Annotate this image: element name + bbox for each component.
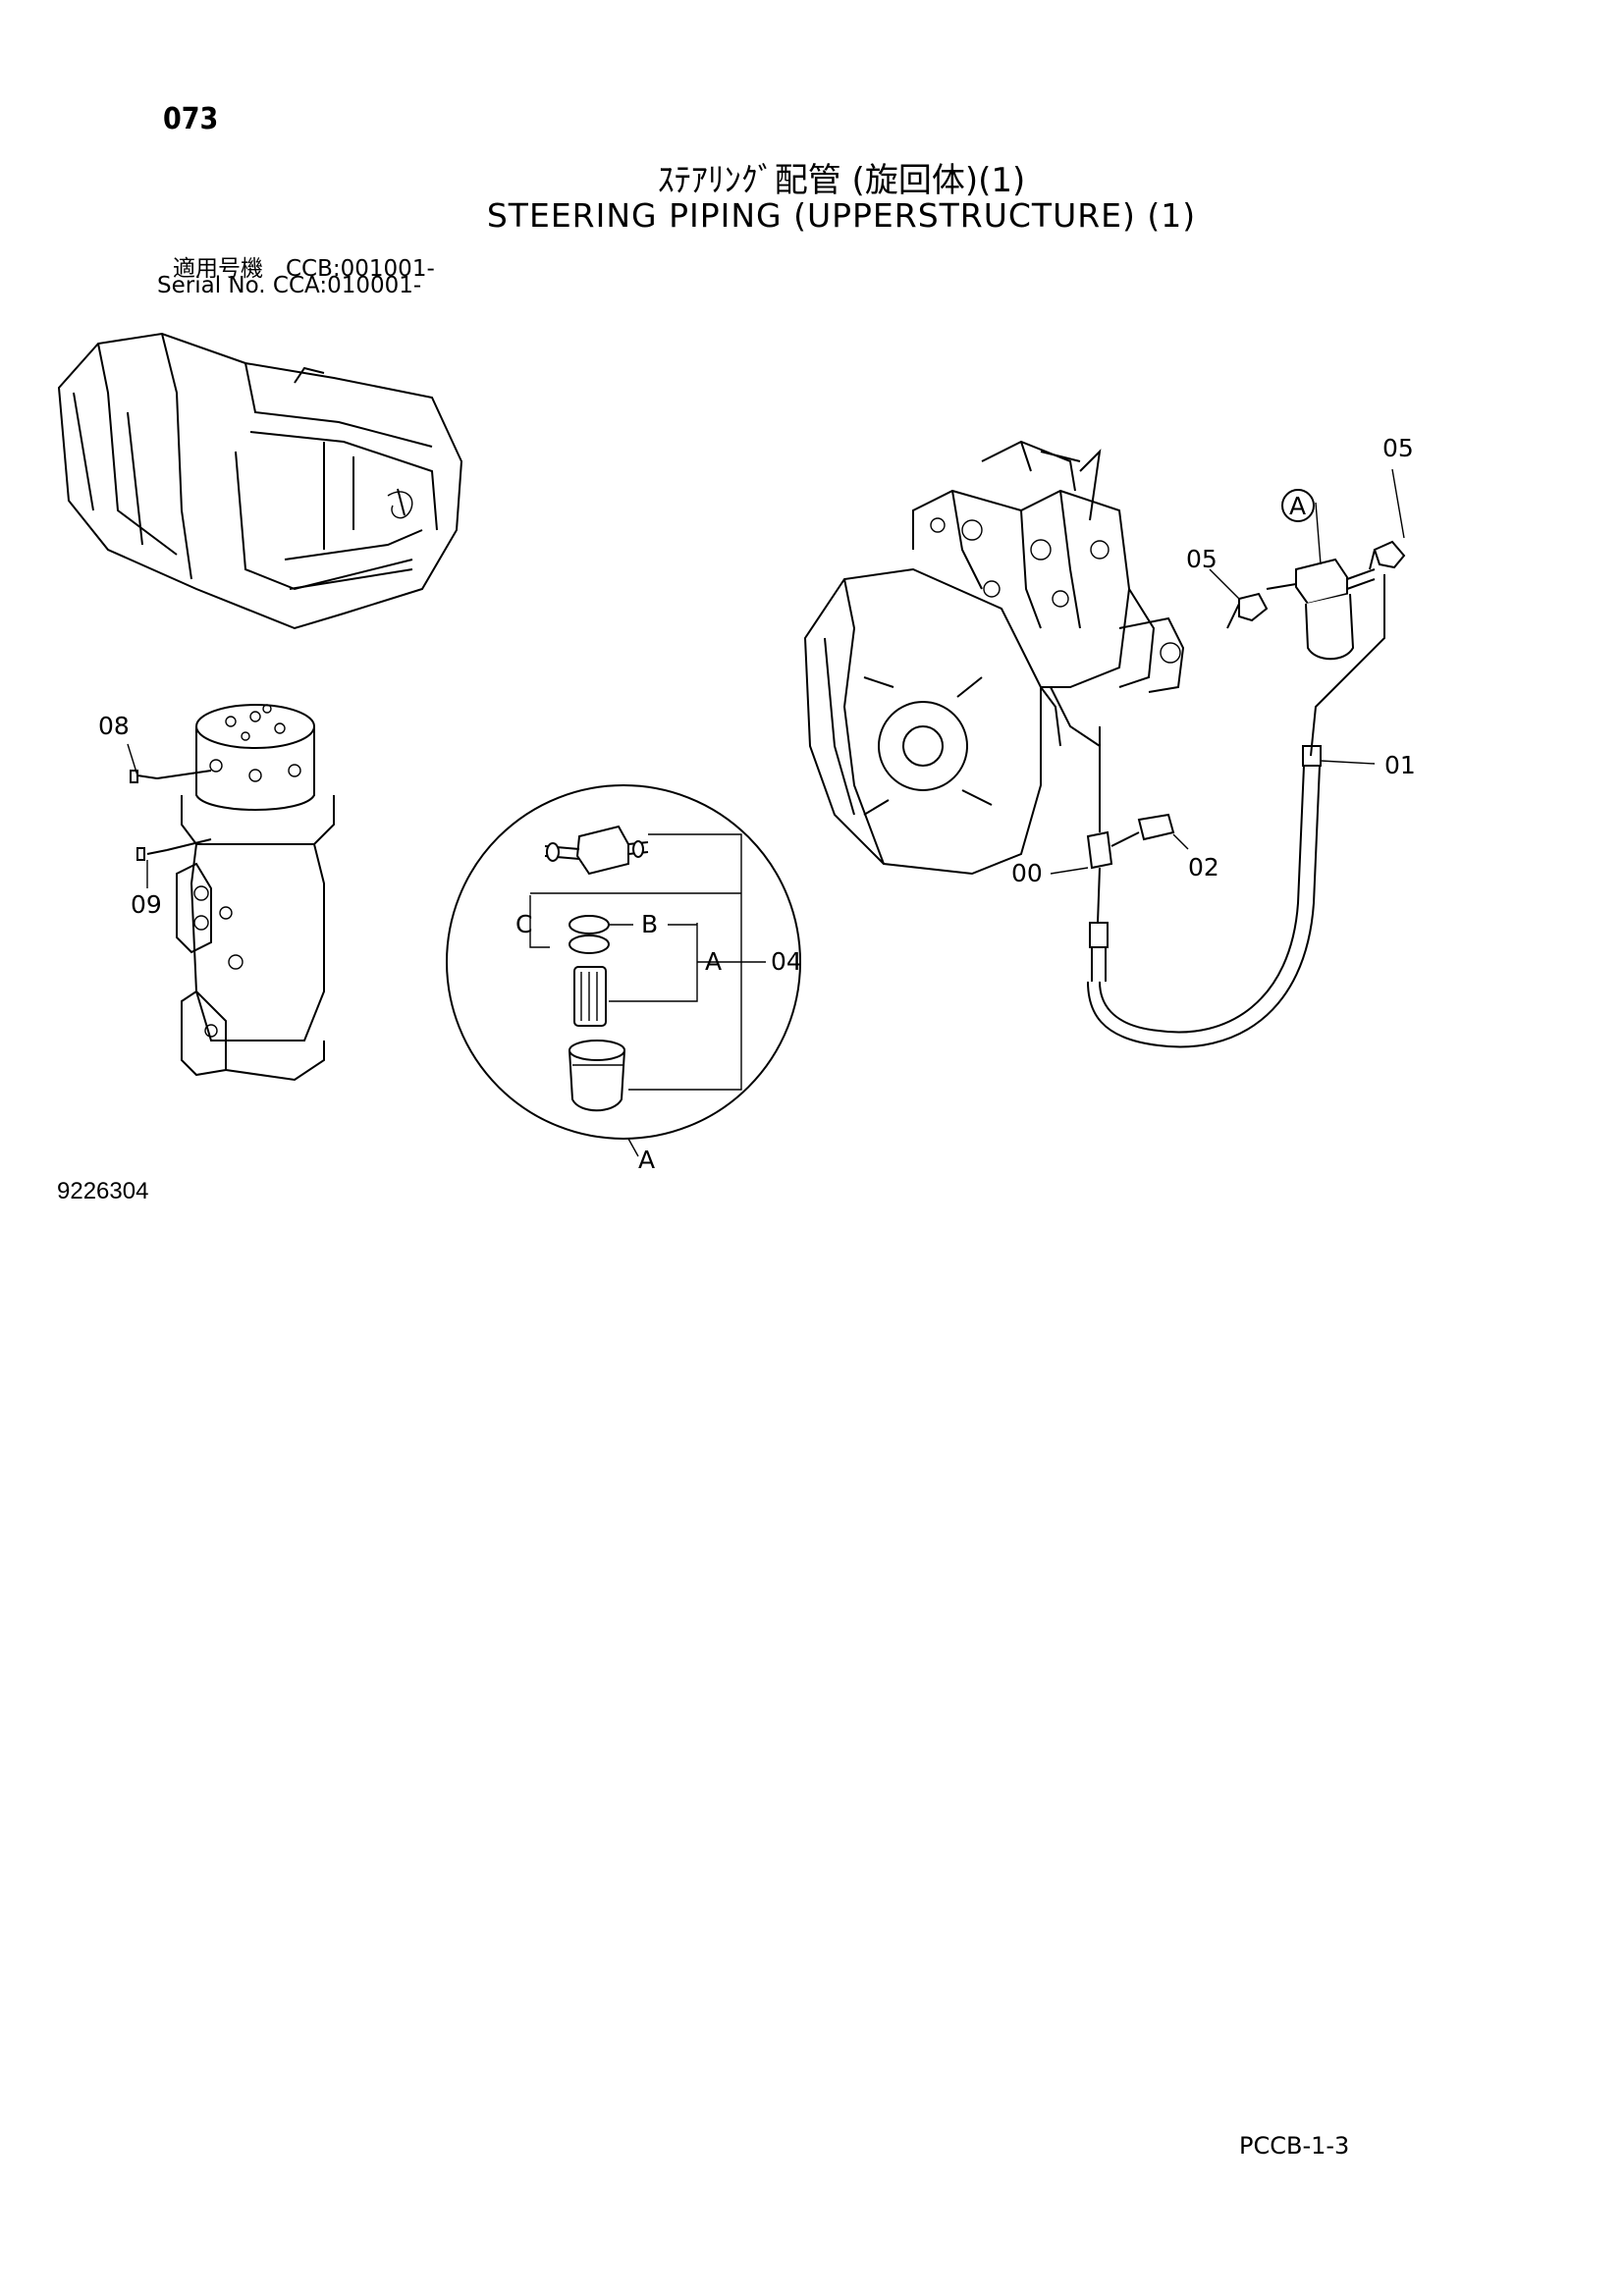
page-code: PCCB-1-3 [1239, 2132, 1350, 2160]
title-japanese: ｽﾃｱﾘﾝｸﾞ配管 (旋回体)(1) [657, 161, 1026, 200]
page-number: 073 [163, 102, 219, 136]
callout-00: 00 [1011, 859, 1043, 887]
title-english: STEERING PIPING (UPPERSTRUCTURE) (1) [486, 196, 1197, 235]
callout-01: 01 [1384, 751, 1416, 779]
callout-05-right: 05 [1382, 434, 1414, 462]
figure-number: 9226304 [57, 1178, 149, 1204]
callout-05-left: 05 [1186, 545, 1218, 573]
steering-piping-lines [1086, 540, 1406, 1048]
callout-02: 02 [1188, 853, 1219, 881]
engine-pump-illustration [803, 440, 1185, 876]
callout-detail-a-marker: A [1289, 492, 1306, 520]
filter-label-a: A [705, 947, 722, 976]
swivel-joint-illustration [130, 704, 335, 1082]
callout-08: 08 [98, 712, 130, 740]
callout-09: 09 [131, 890, 162, 919]
serial-number: Serial No. CCA:010001- [157, 273, 422, 298]
detail-a-label: A [638, 1146, 655, 1174]
filter-label-b: B [641, 910, 658, 938]
applicable-model: 適用号機 CCB:001001- [173, 256, 435, 282]
filter-detail-view [446, 784, 801, 1157]
callout-04: 04 [771, 947, 802, 976]
detail-a-marker-circle [1281, 489, 1315, 522]
machine-overview-illustration [57, 332, 463, 630]
callout-leaders [127, 468, 1405, 888]
filter-label-c: C [515, 910, 532, 938]
